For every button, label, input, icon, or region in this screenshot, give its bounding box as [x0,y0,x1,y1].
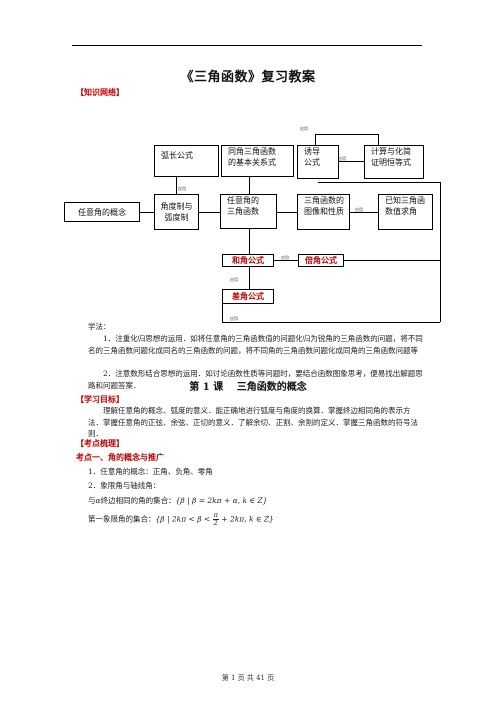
box-text: 任意角的概念 [78,207,126,217]
item-math: + 2kπ, k ∈ Z} [221,514,274,524]
connector [318,182,440,183]
page-footer: 第 1 页 共 41 页 [221,674,275,682]
connector [249,177,250,194]
box-text: 角度制与 [160,202,193,211]
box-induction-formula: 诱导 公式 [297,145,339,179]
connector [440,182,441,322]
fraction-denominator: 2 [213,519,218,527]
lesson-title: 第 1 课 三角函数的概念 [189,382,307,393]
box-text: 弧长公式 [161,151,193,160]
section-network-heading: 【知识网络】 [76,87,124,97]
box-text: 的基本关系式 [228,158,276,167]
connector [339,161,364,162]
box-text: 三角函数的 [304,196,344,205]
connector [249,229,250,254]
box-text: 差角公式 [232,291,264,301]
box-double-formula: 倍角公式 [298,254,344,267]
connector [315,134,316,146]
diagram-tag: 应用 [230,316,238,321]
connector [277,212,297,213]
connector [176,177,177,194]
box-text: 和角公式 [232,255,264,265]
box-text: 计算与化简 [371,147,411,156]
connector [199,212,220,213]
study-method-2: 2．注意数形结合思想的运用．如讨论函数性质等问题时，要结合函数图象思考，便易找出… [88,369,423,390]
box-any-angle-trig: 任意角的 三角函数 [220,194,277,229]
connector [222,304,223,322]
study-method-label: 学法： [88,322,111,331]
goal-text: 理解任意角的概念、弧度的意义．能正确地进行弧度与角度的换算．掌握终边相同角的表示… [88,406,418,438]
connector [140,212,154,213]
connector [274,260,298,261]
section-goal-heading: 【学习目标】 [76,394,124,404]
box-any-angle-concept: 任意角的概念 [64,202,140,222]
diagram-tag: 应用 [178,186,186,191]
item-3: 与α终边相同的角的集合：{β | β = 2kπ + α, k ∈ Z} [88,495,267,506]
connector [315,134,378,135]
box-calc-simplify: 计算与化简 证明恒等式 [364,145,424,179]
page-title: 《三角函数》复习教案 [180,70,316,85]
item-math: α [95,496,101,505]
study-method-1: 1．注重化归思想的运用．如将任意角的三角函数值的问题化归为锐角的三角函数的问题，… [88,334,423,355]
diagram-tag: 应用 [338,156,346,161]
box-graph-properties: 三角函数的 图像和性质 [297,194,350,230]
section-points-heading: 【考点梳理】 [76,438,124,448]
box-arc-formula: 弧长公式 [154,145,219,177]
point-1-heading: 考点一、角的概念与推广 [76,452,164,462]
box-diff-formula: 差角公式 [222,289,274,304]
item-text: 第一象限角的集合： [88,514,156,524]
box-known-value-angle: 已知三角函 数值求角 [378,194,433,230]
box-text: 已知三角函 [385,196,425,205]
diagram-tag: 应用 [281,255,289,260]
connector [378,134,379,146]
diagram-tag: 应用 [230,277,238,282]
box-same-angle-relations: 同角三角函数 的基本关系式 [221,145,294,177]
diagram-tag: 应用 [355,207,363,212]
box-text: 图像和性质 [304,207,344,216]
diagram-tag: 应用 [300,126,308,131]
connector [222,322,440,323]
box-angle-radian: 角度制与 弧度制 [154,194,199,230]
box-text: 证明恒等式 [371,158,411,167]
item-text: 与 [88,496,96,505]
item-math: {β | 2kπ < β < [155,514,211,524]
box-text: 数值求角 [385,207,417,216]
box-text: 倍角公式 [305,255,337,265]
fraction-numerator: π [212,511,219,520]
item-2: 2．象限角与轴线角： [88,481,161,490]
box-text: 诱导 [304,147,320,156]
connector [344,260,440,261]
box-text: 同角三角函数 [228,147,276,156]
connector [249,267,250,289]
item-text: 终边相同的角的集合： [100,496,176,505]
box-text: 公式 [304,158,320,167]
box-sum-formula: 和角公式 [222,254,274,267]
header-rule [72,45,422,46]
item-1: 1．任意角的概念：正角、负角、零角 [88,467,213,476]
box-text: 任意角的 [227,196,259,205]
connector [350,212,378,213]
item-math: {β | β = 2kπ + α, k ∈ Z} [175,496,268,505]
box-text: 弧度制 [164,213,189,222]
box-text: 三角函数 [227,207,259,216]
